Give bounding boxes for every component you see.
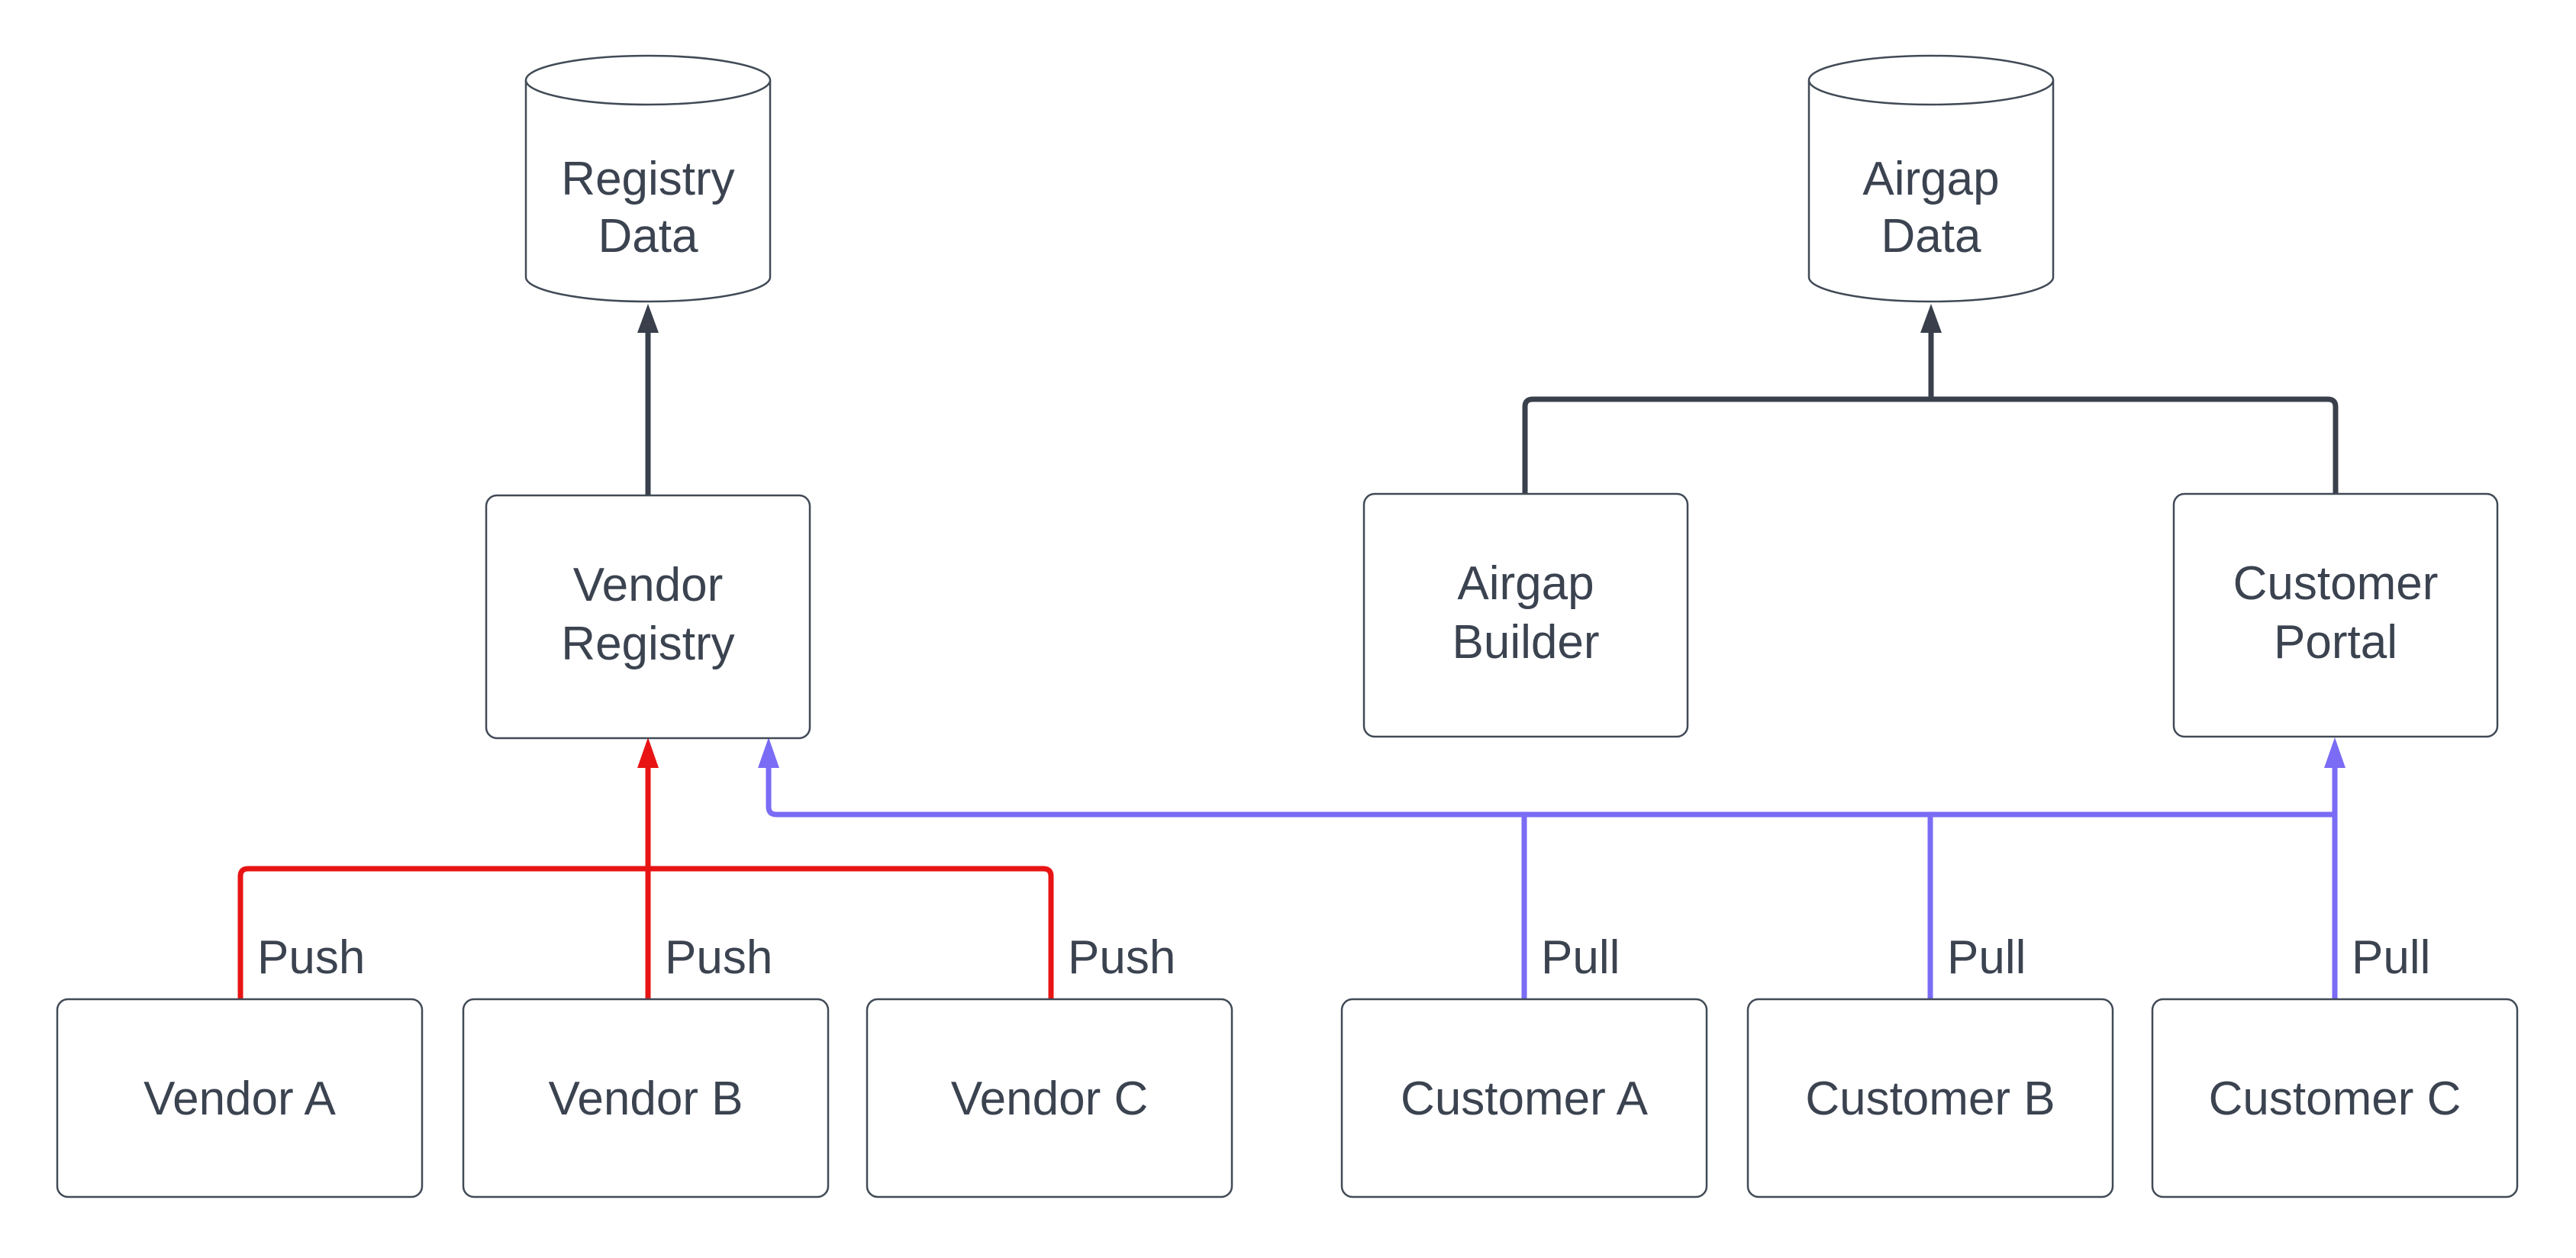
airgap-builder-label-line1: Airgap [1457, 557, 1594, 610]
arrow-up-icon [2324, 737, 2345, 768]
cylinder-top [1807, 54, 2055, 106]
airgap-data-label-line1: Airgap [1862, 153, 1999, 205]
node-box [2172, 492, 2499, 738]
airgap-builder-portal-elbow-line [1522, 396, 2339, 494]
vendor-registry-node: Vendor Registry [485, 494, 811, 740]
customer-portal-label-line1: Customer [2233, 557, 2439, 610]
customer-c-node: Customer C [2151, 998, 2519, 1198]
node-box [866, 998, 1233, 1198]
node-box [1340, 998, 1708, 1198]
push-label-1: Push [257, 931, 365, 984]
node-box [1746, 998, 2114, 1198]
vendor-a-label: Vendor A [143, 1073, 336, 1125]
node-box [2151, 998, 2519, 1198]
vendor-registry-label-line1: Vendor [573, 559, 724, 611]
vendor-registry-label-line2: Registry [561, 618, 734, 670]
cylinder-body [524, 80, 772, 303]
airgap-builder-node: Airgap Builder [1362, 492, 1689, 738]
node-box [462, 998, 830, 1198]
node-box [485, 494, 811, 740]
pull-trunk-line [766, 768, 2335, 818]
arrow-up-icon [1920, 304, 1942, 333]
pull-label-1: Pull [1541, 931, 1620, 984]
customer-a-node: Customer A [1340, 998, 1708, 1198]
vendor-a-node: Vendor A [56, 998, 424, 1198]
airgap-data-datastore: Airgap Data [1807, 54, 2055, 303]
cylinder-body [1807, 80, 2055, 303]
customer-b-node: Customer B [1746, 998, 2114, 1198]
registry-data-datastore: Registry Data [524, 54, 772, 303]
vendor-b-node: Vendor B [462, 998, 830, 1198]
arrow-up-icon [637, 304, 659, 333]
customer-portal-node: Customer Portal [2172, 492, 2499, 738]
node-box [56, 998, 424, 1198]
push-label-3: Push [1068, 931, 1175, 984]
arrow-up-icon [758, 737, 779, 768]
arrow-up-icon [637, 737, 659, 768]
vendor-c-node: Vendor C [866, 998, 1233, 1198]
customer-a-label: Customer A [1401, 1073, 1649, 1125]
airgap-builder-label-line2: Builder [1452, 616, 1600, 669]
registry-data-label-line2: Data [598, 210, 698, 263]
datastore-edges [637, 304, 2339, 495]
node-box [1362, 492, 1689, 738]
airgap-data-label-line2: Data [1881, 210, 1981, 263]
vendor-c-label: Vendor C [951, 1073, 1149, 1125]
vendor-b-label: Vendor B [548, 1073, 743, 1125]
customer-c-label: Customer C [2209, 1073, 2462, 1125]
pull-label-3: Pull [2352, 931, 2430, 984]
registry-data-label-line1: Registry [561, 153, 734, 205]
cylinder-top [524, 54, 772, 106]
customer-portal-label-line2: Portal [2274, 616, 2397, 669]
pull-label-2: Pull [1947, 931, 2026, 984]
push-label-2: Push [665, 931, 772, 984]
customer-b-label: Customer B [1805, 1073, 2055, 1125]
pull-edges: Pull Pull Pull [758, 737, 2430, 999]
push-edges: Push Push Push [237, 737, 1175, 999]
